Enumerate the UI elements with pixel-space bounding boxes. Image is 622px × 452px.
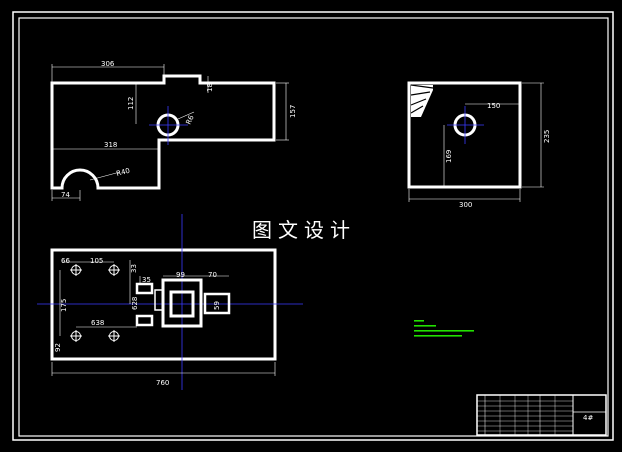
bottom-view-dim-99: 99 bbox=[176, 271, 185, 279]
top-view-dim-318: 318 bbox=[104, 141, 117, 149]
outer-frame bbox=[12, 11, 614, 441]
inner-frame bbox=[18, 17, 609, 437]
bottom-view-dim-92: 92 bbox=[54, 343, 62, 352]
side-view-dim-300: 300 bbox=[459, 201, 472, 209]
bottom-view-square-inner bbox=[169, 290, 195, 318]
side-view-outline bbox=[407, 81, 522, 189]
top-view-dim-112: 112 bbox=[127, 97, 135, 110]
top-view-dim-306: 306 bbox=[101, 60, 115, 68]
top-view-dim-r40: R40 bbox=[115, 167, 130, 178]
bottom-view-dim-70: 70 bbox=[208, 271, 217, 279]
side-view-dim-169: 169 bbox=[445, 150, 453, 163]
side-view-dim-150: 150 bbox=[487, 102, 500, 110]
watermark-text: 图文设计 bbox=[252, 218, 356, 242]
bottom-view-dim-labels: 66 105 33 35 99 70 175 628 59 638 92 760 bbox=[54, 257, 221, 387]
side-view bbox=[407, 81, 544, 202]
bottom-view-outline bbox=[50, 248, 277, 361]
bottom-view-side-block bbox=[203, 292, 231, 315]
technical-notes bbox=[414, 320, 474, 337]
top-view-dim-157: 157 bbox=[289, 105, 297, 118]
top-view-dim-labels: 306 112 18 157 318 R40 74 R6 bbox=[61, 60, 297, 199]
bottom-view-dim-59: 59 bbox=[213, 301, 221, 310]
bottom-view-dim-105: 105 bbox=[90, 257, 103, 265]
bottom-view-dim-628: 628 bbox=[131, 297, 139, 310]
top-view-outline bbox=[50, 74, 276, 190]
side-view-dim-labels: 150 235 169 300 bbox=[445, 102, 551, 209]
bottom-view-dim-66: 66 bbox=[61, 257, 70, 265]
bottom-view-dim-175: 175 bbox=[60, 299, 68, 312]
bottom-view-dim-33: 33 bbox=[130, 264, 138, 273]
top-view-dim-74: 74 bbox=[61, 191, 70, 199]
side-view-dim-235: 235 bbox=[543, 130, 551, 143]
top-view-dim-18: 18 bbox=[206, 83, 214, 92]
title-block-name: 4# bbox=[583, 414, 593, 422]
top-view bbox=[50, 64, 289, 201]
bottom-view bbox=[37, 214, 303, 390]
title-block bbox=[476, 394, 607, 436]
top-view-dim-r6: R6 bbox=[185, 114, 196, 126]
bottom-view-dim-35: 35 bbox=[142, 276, 151, 284]
bottom-view-dim-760: 760 bbox=[156, 379, 169, 387]
bottom-view-dim-638: 638 bbox=[91, 319, 104, 327]
